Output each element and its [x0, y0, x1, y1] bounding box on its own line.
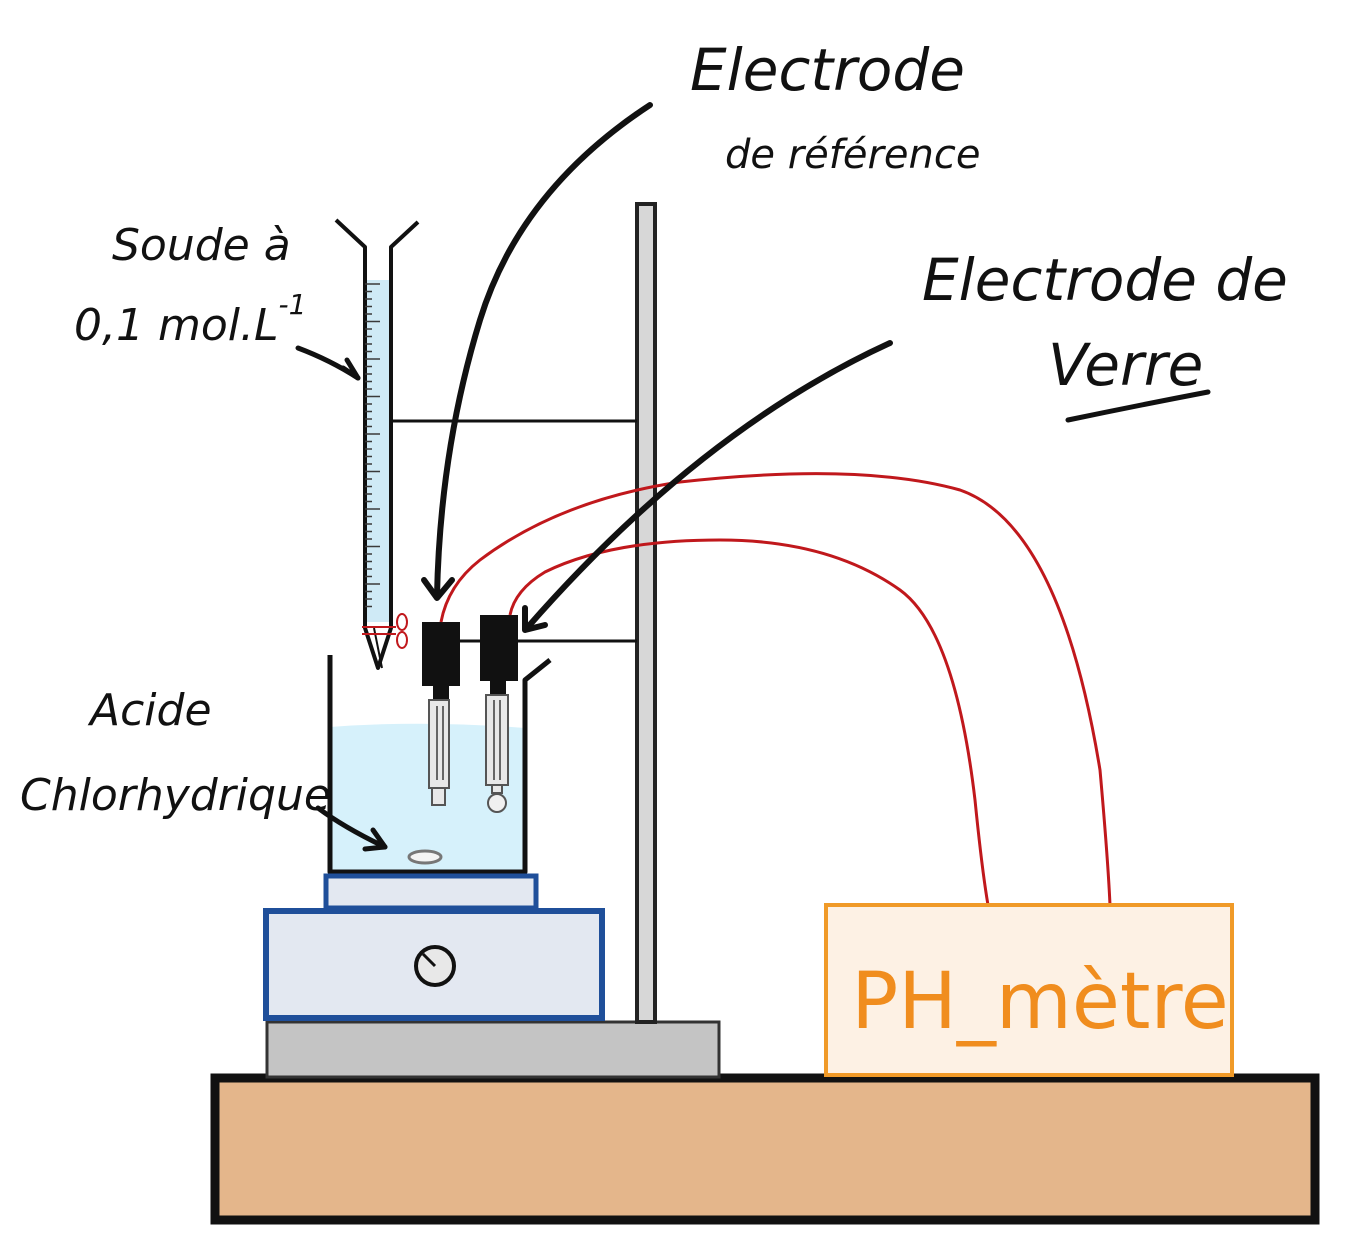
ph-meter: PH_mètre: [824, 903, 1234, 1077]
burette: [334, 218, 420, 670]
reference-electrode: [422, 622, 460, 806]
arrow-reference: [421, 102, 653, 601]
ph-meter-label: PH_mètre: [851, 957, 1229, 1047]
arrow-burette: [295, 345, 361, 381]
label-burette-line2: 0,1 mol.L-1: [74, 288, 306, 351]
label-reference-line2: de référence: [725, 132, 980, 178]
wire-glass: [508, 538, 990, 906]
underline-verre: [1065, 389, 1211, 423]
arrow-glass: [522, 340, 893, 633]
stirrer-knob[interactable]: [414, 945, 456, 987]
stand-base: [265, 1020, 721, 1079]
table: [210, 1073, 1320, 1225]
label-acid-line2: Chlorhydrique: [20, 770, 331, 821]
label-glass-line2: Verre: [1048, 331, 1203, 399]
label-reference-line1: Electrode: [690, 36, 965, 104]
glass-electrode: [480, 615, 518, 813]
stopcock: [362, 613, 408, 649]
stir-bar: [407, 849, 443, 865]
arrow-acid: [315, 805, 388, 852]
label-glass-line1: Electrode de: [922, 246, 1288, 314]
label-acid-line1: Acide: [87, 685, 212, 736]
wire-reference: [439, 472, 1112, 906]
label-burette-line1: Soude à: [112, 220, 291, 271]
stand-rod: [635, 202, 657, 1024]
label-burette-exponent: -1: [278, 288, 306, 321]
